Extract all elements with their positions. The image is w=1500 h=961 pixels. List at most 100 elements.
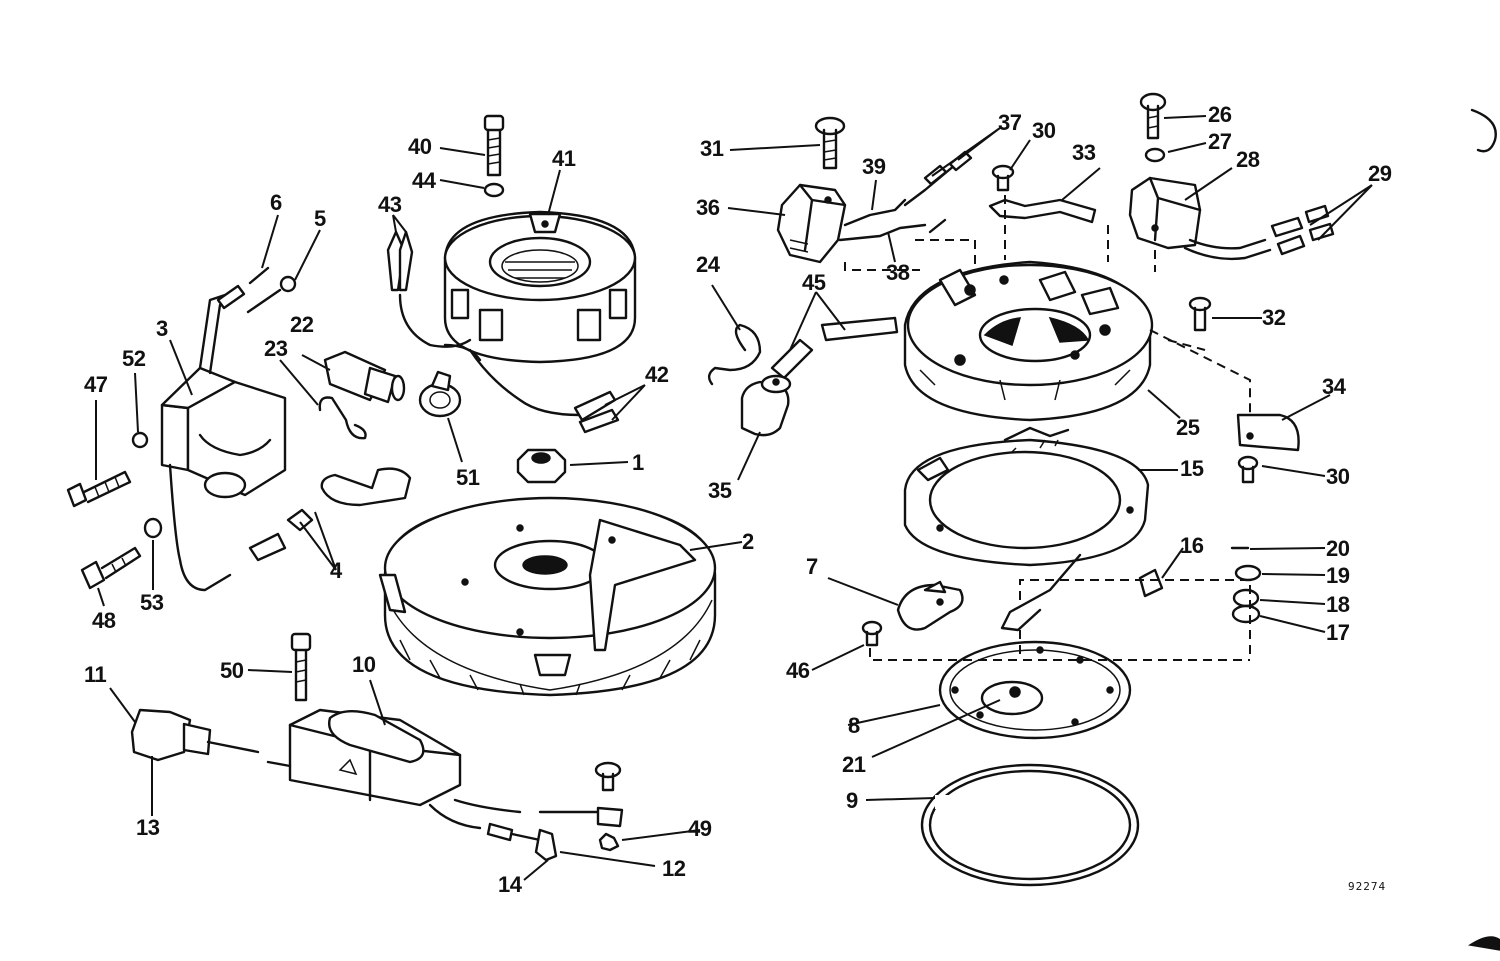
timer-screw-26 (1139, 92, 1167, 140)
coil-lead-wire (248, 266, 270, 285)
callout-14: 14 (498, 872, 523, 897)
washer-18 (1232, 588, 1260, 608)
callout-15: 15 (1180, 456, 1204, 481)
washer-17 (1231, 604, 1261, 624)
callout-4: 4 (330, 558, 343, 583)
lead-clamp (418, 370, 462, 418)
callout-22: 22 (290, 312, 314, 337)
callout-42: 42 (645, 362, 669, 387)
callout-10: 10 (352, 652, 376, 677)
ring-terminal (596, 806, 624, 828)
timer-screw-31 (814, 116, 846, 170)
bracket-33 (988, 198, 1097, 224)
spark-plug-boot (248, 467, 412, 562)
callout-23: 23 (264, 336, 288, 361)
retainer-plate (903, 426, 1150, 632)
callout-52: 52 (122, 346, 146, 371)
ignition-coil (160, 293, 287, 592)
callout-1: 1 (632, 450, 644, 475)
callout-16: 16 (1180, 533, 1204, 558)
callout-45: 45 (802, 270, 826, 295)
coil-lead-terminal (216, 284, 246, 310)
leader-lines (95, 115, 1373, 881)
callout-44: 44 (412, 168, 437, 193)
callout-17: 17 (1326, 620, 1350, 645)
washer-27 (1144, 147, 1166, 163)
power-pack (288, 708, 462, 807)
cam-screw-46 (861, 620, 883, 647)
pack-lead-upper (453, 798, 522, 814)
pack-lead-lower (428, 803, 482, 830)
timer-base (903, 260, 1154, 422)
stator (443, 210, 637, 364)
stator-lead-left (398, 293, 472, 348)
callout-36: 36 (696, 195, 720, 220)
callout-20: 20 (1326, 536, 1350, 561)
callout-5: 5 (314, 206, 326, 231)
callout-25: 25 (1176, 415, 1200, 440)
coil-screw-47 (66, 470, 132, 508)
callout-29: 29 (1368, 161, 1392, 186)
alignment-lines (844, 195, 1251, 661)
callout-3: 3 (156, 316, 168, 341)
timer-screw-32 (1188, 296, 1212, 332)
retaining-ring (920, 763, 1140, 887)
callout-9: 9 (846, 788, 858, 813)
callout-50: 50 (220, 658, 244, 683)
lead-terminals-43 (386, 230, 414, 292)
pack-connector (130, 708, 292, 768)
callout-26: 26 (1208, 102, 1232, 127)
edge-mark-bottom (1467, 936, 1500, 951)
callout-53: 53 (140, 590, 164, 615)
flywheel-nut (516, 448, 567, 484)
flywheel (378, 496, 717, 697)
callout-19: 19 (1326, 563, 1350, 588)
link-16 (1138, 568, 1164, 598)
lock-washer-49 (598, 832, 620, 852)
callout-27: 27 (1208, 129, 1232, 154)
callout-47: 47 (84, 372, 108, 397)
callout-35: 35 (708, 478, 732, 503)
callout-34: 34 (1322, 374, 1347, 399)
callout-51: 51 (456, 465, 480, 490)
sensor-leads-left (838, 150, 973, 242)
stator-lead-lower (468, 348, 582, 417)
callout-32: 32 (1262, 305, 1286, 330)
spring-clip (318, 396, 367, 440)
callout-18: 18 (1326, 592, 1350, 617)
edge-mark-top (1470, 108, 1497, 153)
washer-19 (1234, 564, 1262, 582)
lever-screw-30 (1237, 455, 1259, 484)
callout-11: 11 (84, 662, 107, 687)
sensor-coil-right (1128, 176, 1335, 261)
callout-46: 46 (786, 658, 810, 683)
callout-21: 21 (842, 752, 866, 777)
callout-31: 31 (700, 136, 724, 161)
callout-49: 49 (688, 816, 712, 841)
callout-33: 33 (1072, 140, 1096, 165)
callout-39: 39 (862, 154, 886, 179)
coil-screw-48 (80, 546, 142, 590)
diagram-code: 92274 (1348, 880, 1386, 893)
callout-30-lower: 30 (1326, 464, 1350, 489)
coil-ground-terminal (246, 275, 297, 314)
callout-28: 28 (1236, 147, 1260, 172)
sensor-coil (776, 183, 847, 264)
callout-7: 7 (806, 554, 818, 579)
retainer-spring (707, 323, 762, 386)
lock-washer-52 (131, 431, 149, 449)
stator-lead-mid (443, 343, 482, 362)
callout-43: 43 (378, 192, 402, 217)
callout-24: 24 (696, 252, 721, 277)
ground-terminal-14 (510, 828, 558, 862)
pack-lead-sleeve (486, 822, 514, 842)
callout-labels: 1 2 3 4 5 6 7 8 9 10 11 12 13 14 15 16 1… (84, 102, 1392, 897)
throttle-cam-7 (896, 580, 964, 631)
callout-2: 2 (742, 529, 754, 554)
callout-40: 40 (408, 134, 432, 159)
terminal-screw (594, 761, 622, 792)
pack-screw (290, 632, 312, 702)
stator-screw (483, 114, 505, 177)
bracket-screw-30 (991, 164, 1015, 192)
